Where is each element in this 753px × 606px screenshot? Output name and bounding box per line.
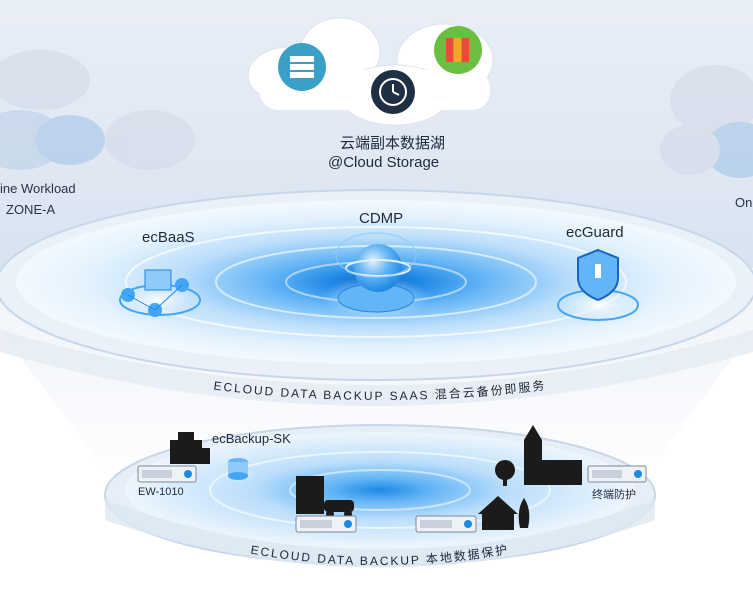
rack-server-icon bbox=[295, 515, 357, 533]
cube-network-icon bbox=[110, 269, 210, 322]
cloud-storage-title-cn: 云端副本数据湖 bbox=[340, 135, 446, 152]
local-ring-band bbox=[105, 500, 655, 568]
rack-server-icon bbox=[587, 465, 647, 483]
right-zone-label: On bbox=[735, 195, 753, 210]
server-rack-icon bbox=[278, 43, 326, 91]
database-appliance-icon bbox=[216, 458, 260, 485]
binders-icon bbox=[434, 26, 482, 74]
rack-server-icon bbox=[415, 515, 477, 533]
office-building-icon bbox=[170, 432, 210, 464]
left-zone-name: ZONE-A bbox=[6, 202, 56, 217]
rack-server-icon bbox=[137, 465, 197, 483]
sphere-platform-icon bbox=[321, 232, 431, 320]
endpoint-label: 终端防护 bbox=[592, 489, 636, 501]
house-icon bbox=[478, 496, 530, 530]
campus-building-icon bbox=[495, 425, 582, 486]
left-zone-workload: ine Workload bbox=[0, 181, 76, 196]
cloud-storage-title-en: @Cloud Storage bbox=[328, 154, 440, 171]
saas-ring-band bbox=[0, 330, 753, 406]
appliance-label: ecBackup-SK bbox=[212, 431, 291, 446]
city-building-icon bbox=[296, 476, 354, 518]
left-cloud-cluster bbox=[0, 50, 195, 170]
shield-icon bbox=[548, 248, 648, 327]
device-label: EW-1010 bbox=[138, 486, 184, 498]
service-cdmp-label: CDMP bbox=[359, 210, 404, 227]
service-ecguard-label: ecGuard bbox=[566, 224, 624, 241]
right-cloud-cluster bbox=[660, 65, 753, 178]
service-ecbaas-label: ecBaaS bbox=[142, 229, 195, 246]
clock-history-icon bbox=[371, 70, 415, 114]
